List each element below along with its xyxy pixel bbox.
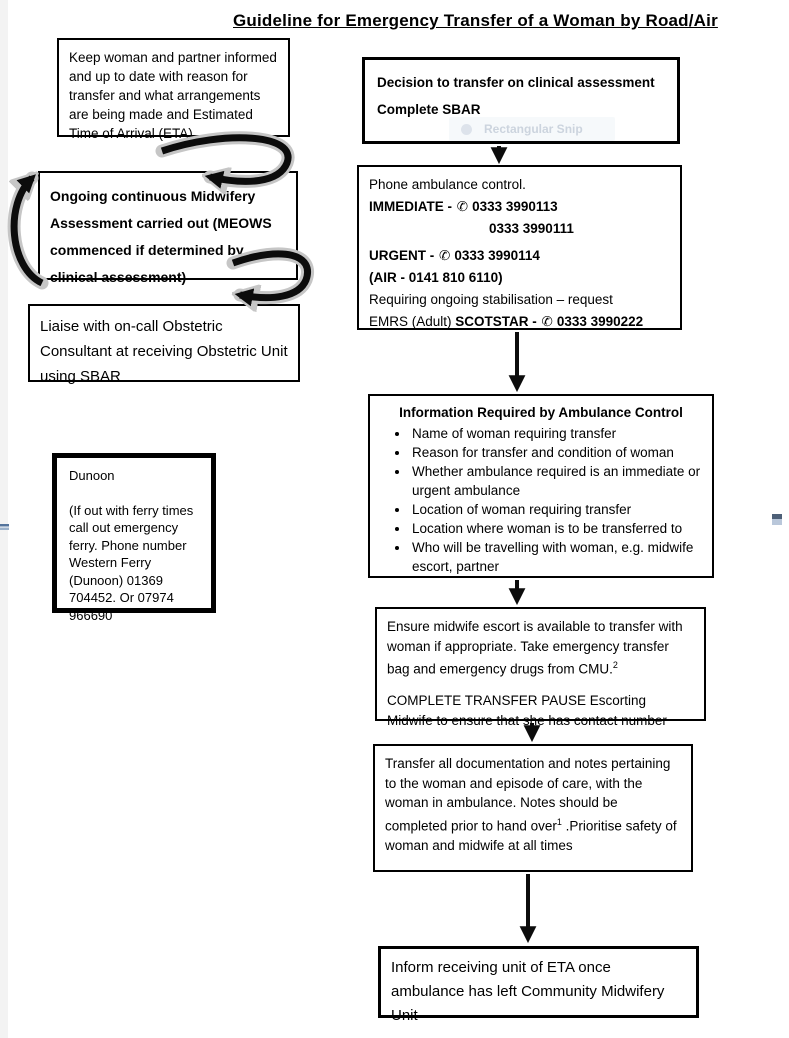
decision-line2: Complete SBAR (377, 102, 481, 117)
page-title: Guideline for Emergency Transfer of a Wo… (233, 11, 718, 30)
phone-line-immediate2: 0333 3990111 (489, 221, 574, 236)
ambulance-info-title: Information Required by Ambulance Contro… (399, 405, 683, 420)
list-item: Who will be travelling with woman, e.g. … (410, 538, 704, 576)
phone-line-emrs: EMRS (Adult) SCOTSTAR - ✆0333 3990222 (369, 314, 644, 329)
snip-icon (461, 123, 472, 135)
phone-ambulance-box: Phone ambulance control. IMMEDIATE - ✆03… (357, 165, 682, 330)
phone-icon: ✆ (439, 248, 451, 263)
keep-informed-text: Keep woman and partner informed and up t… (69, 50, 277, 141)
list-item: Whether ambulance required is an immedia… (410, 462, 704, 500)
inform-text: Inform receiving unit of ETA once ambula… (391, 959, 665, 1024)
footnote-ref: 2 (612, 660, 618, 670)
snip-label: Rectangular Snip (484, 121, 583, 136)
ambulance-info-list: Name of woman requiring transfer Reason … (378, 424, 704, 576)
page-edge-strip (0, 0, 8, 1038)
snip-tool-overlay: Rectangular Snip (449, 117, 615, 141)
documentation-box: Transfer all documentation and notes per… (373, 744, 693, 872)
list-item: Location of woman requiring transfer (410, 500, 704, 519)
escort-paragraph: Ensure midwife escort is available to tr… (387, 619, 683, 677)
list-item: Location where woman is to be transferre… (410, 519, 704, 538)
midwife-escort-box: Ensure midwife escort is available to tr… (375, 607, 706, 728)
decision-box: Decision to transfer on clinical assessm… (362, 57, 680, 144)
list-item: Reason for transfer and condition of wom… (410, 443, 704, 462)
phone-line-immediate: IMMEDIATE - ✆0333 3990113 (369, 199, 558, 214)
decision-line1: Decision to transfer on clinical assessm… (377, 75, 655, 90)
phone-icon: ✆ (541, 314, 553, 329)
dunoon-body: (If out with ferry times call out emerge… (69, 502, 194, 623)
phone-line-stabilisation: Requiring ongoing stabilisation – reques… (369, 292, 613, 307)
dunoon-ferry-box: Dunoon (If out with ferry times call out… (52, 453, 216, 623)
phone-icon: ✆ (456, 199, 469, 214)
ambulance-info-box: Information Required by Ambulance Contro… (368, 394, 714, 578)
keep-informed-box: Keep woman and partner informed and up t… (57, 38, 290, 141)
left-margin-mark (0, 524, 9, 530)
ongoing-assessment-text: Ongoing continuous Midwifery Assessment … (50, 188, 272, 285)
list-item: Name of woman requiring transfer (410, 424, 704, 443)
liaise-consultant-text: Liaise with on-call Obstetric Consultant… (40, 318, 288, 385)
phone-line-air: (AIR - 0141 810 6110) (369, 270, 503, 285)
dunoon-title: Dunoon (69, 468, 115, 483)
inform-receiving-unit-box: Inform receiving unit of ETA once ambula… (378, 946, 699, 1024)
phone-line-urgent: URGENT - ✆0333 3990114 (369, 248, 540, 263)
right-margin-mark (772, 514, 782, 525)
transfer-pause-paragraph: COMPLETE TRANSFER PAUSE Escorting Midwif… (387, 693, 667, 728)
liaise-consultant-box: Liaise with on-call Obstetric Consultant… (28, 304, 300, 385)
ongoing-assessment-box: Ongoing continuous Midwifery Assessment … (38, 171, 298, 285)
phone-intro: Phone ambulance control. (369, 177, 526, 192)
footnote-ref: 1 (556, 816, 562, 827)
